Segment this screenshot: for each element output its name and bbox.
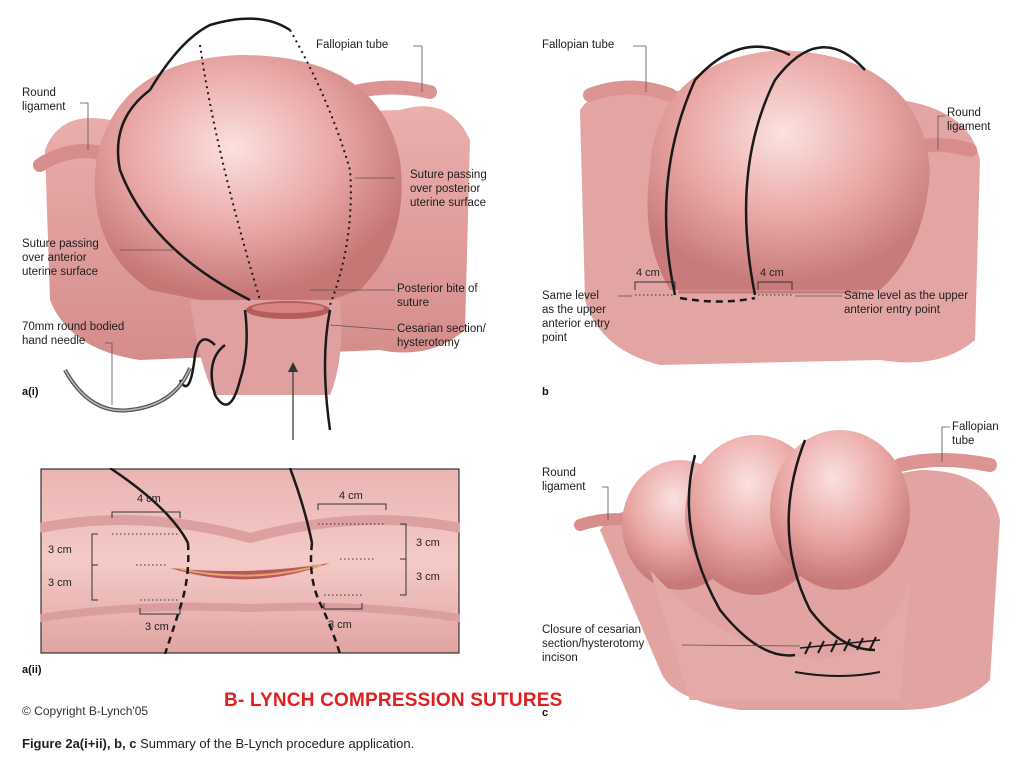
closure-line: [799, 639, 881, 649]
meas-bottom-left: 3 cm: [145, 621, 169, 633]
closure-stitches: [804, 636, 877, 655]
label-fallopian-tube-b: Fallopian tube: [542, 39, 615, 51]
meas-b-left: 4 cm: [636, 267, 660, 279]
meas-left-upper: 3 cm: [48, 544, 72, 556]
suture-b-left: [664, 45, 791, 296]
suture-b-right: [744, 46, 866, 296]
panel-tag-b: b: [542, 386, 549, 398]
panel-a1: Fallopian tube Round ligament Suture pas…: [0, 0, 520, 440]
label-same-level-right: Same level as the upper anterior entry p…: [844, 290, 969, 316]
inset-suture-left-top: [109, 468, 190, 544]
fallopian-tube-b: [583, 80, 677, 102]
panel-b-illustration: 4 cm 4 cm: [580, 45, 980, 365]
slide-title: B- LYNCH COMPRESSION SUTURES: [224, 690, 563, 711]
suture-loop: [178, 338, 216, 388]
panel-b: 4 cm 4 cm Fallopian tube Round ligament …: [520, 0, 1024, 400]
suture-posterior-right: [289, 29, 352, 306]
meas-right-upper: 3 cm: [416, 537, 440, 549]
suture-over-fundus: [148, 17, 291, 91]
suture-b-lower: [679, 296, 756, 303]
panel-tag-a2: a(ii): [22, 664, 42, 676]
panel-tag-c: c: [542, 707, 549, 719]
label-cesarian-section: Cesarian section/ hysterotomy: [397, 323, 486, 349]
label-closure: Closure of cesarian section/hysterotomy …: [542, 624, 645, 664]
label-suture-posterior: Suture passing over posterior uterine su…: [410, 169, 487, 209]
label-needle: 70mm round bodied hand needle: [22, 321, 125, 347]
meas-b-right: 4 cm: [760, 267, 784, 279]
panel-c-illustration: [574, 426, 1000, 710]
lower-closure: [794, 671, 881, 677]
uterus-lobe-right: [770, 430, 910, 590]
inset-suture-right: [309, 542, 342, 654]
meas-left-lower: 3 cm: [48, 577, 72, 589]
uterus-body: [94, 55, 402, 300]
figure-caption: Figure 2a(i+ii), b, c Summary of the B-L…: [22, 736, 414, 751]
inset-incision: [170, 563, 330, 580]
meas-right-lower: 3 cm: [416, 571, 440, 583]
uterus-body-b: [647, 50, 930, 290]
label-fallopian-tube-a1: Fallopian tube: [316, 39, 389, 51]
suture-anterior-left: [116, 89, 251, 302]
label-round-ligament-c: Round ligament: [542, 467, 586, 493]
panel-a1-illustration: [33, 17, 470, 440]
panel-c: Fallopian tube Round ligament Closure of…: [520, 410, 1024, 720]
label-posterior-bite: Posterior bite of suture: [397, 283, 478, 309]
label-suture-anterior: Suture passing over anterior uterine sur…: [22, 238, 99, 278]
copyright-notice: © Copyright B-Lynch'05: [22, 704, 149, 718]
suture-posterior-left: [199, 44, 261, 301]
suture-tail-left: [210, 309, 248, 406]
label-round-ligament-a1: Round ligament: [22, 87, 66, 113]
inset-suture-right-top: [288, 468, 314, 544]
panel-a2: 4 cm 4 cm 3 cm 3 cm 3 cm 3 cm 3 cm 3 cm: [40, 468, 460, 654]
inset-frame: [40, 468, 460, 654]
suture-c-left: [687, 454, 796, 657]
lower-segment-b: [670, 290, 880, 360]
label-fallopian-tube-c: Fallopian tube: [952, 421, 999, 447]
label-round-ligament-b: Round ligament: [947, 107, 991, 133]
label-same-level-left: Same level as the upper anterior entry p…: [542, 290, 610, 344]
inset-brackets: [91, 503, 407, 615]
leader-lines-b: [618, 45, 945, 297]
hysterotomy-inner: [252, 303, 324, 313]
inset-suture-left: [163, 542, 190, 654]
needle: [63, 367, 192, 413]
lower-body-c: [650, 570, 910, 700]
leader-lines-a1: [80, 45, 423, 405]
suture-c-right: [787, 439, 876, 652]
panel-a2-illustration: 4 cm 4 cm 3 cm 3 cm 3 cm 3 cm 3 cm 3 cm: [40, 468, 460, 654]
fallopian-tube-c: [893, 453, 997, 472]
meas-bottom-right: 3 cm: [328, 619, 352, 631]
figure-caption-text: Summary of the B-Lynch procedure applica…: [140, 736, 415, 751]
figure-reference: Figure 2a(i+ii), b, c: [22, 736, 137, 751]
meas-top-right: 4 cm: [339, 490, 363, 502]
lower-segment: [190, 300, 342, 395]
meas-top-left: 4 cm: [137, 493, 161, 505]
leader-lines-c: [602, 426, 950, 647]
panel-tag-a1: a(i): [22, 386, 39, 398]
suture-tail-right: [323, 309, 332, 431]
